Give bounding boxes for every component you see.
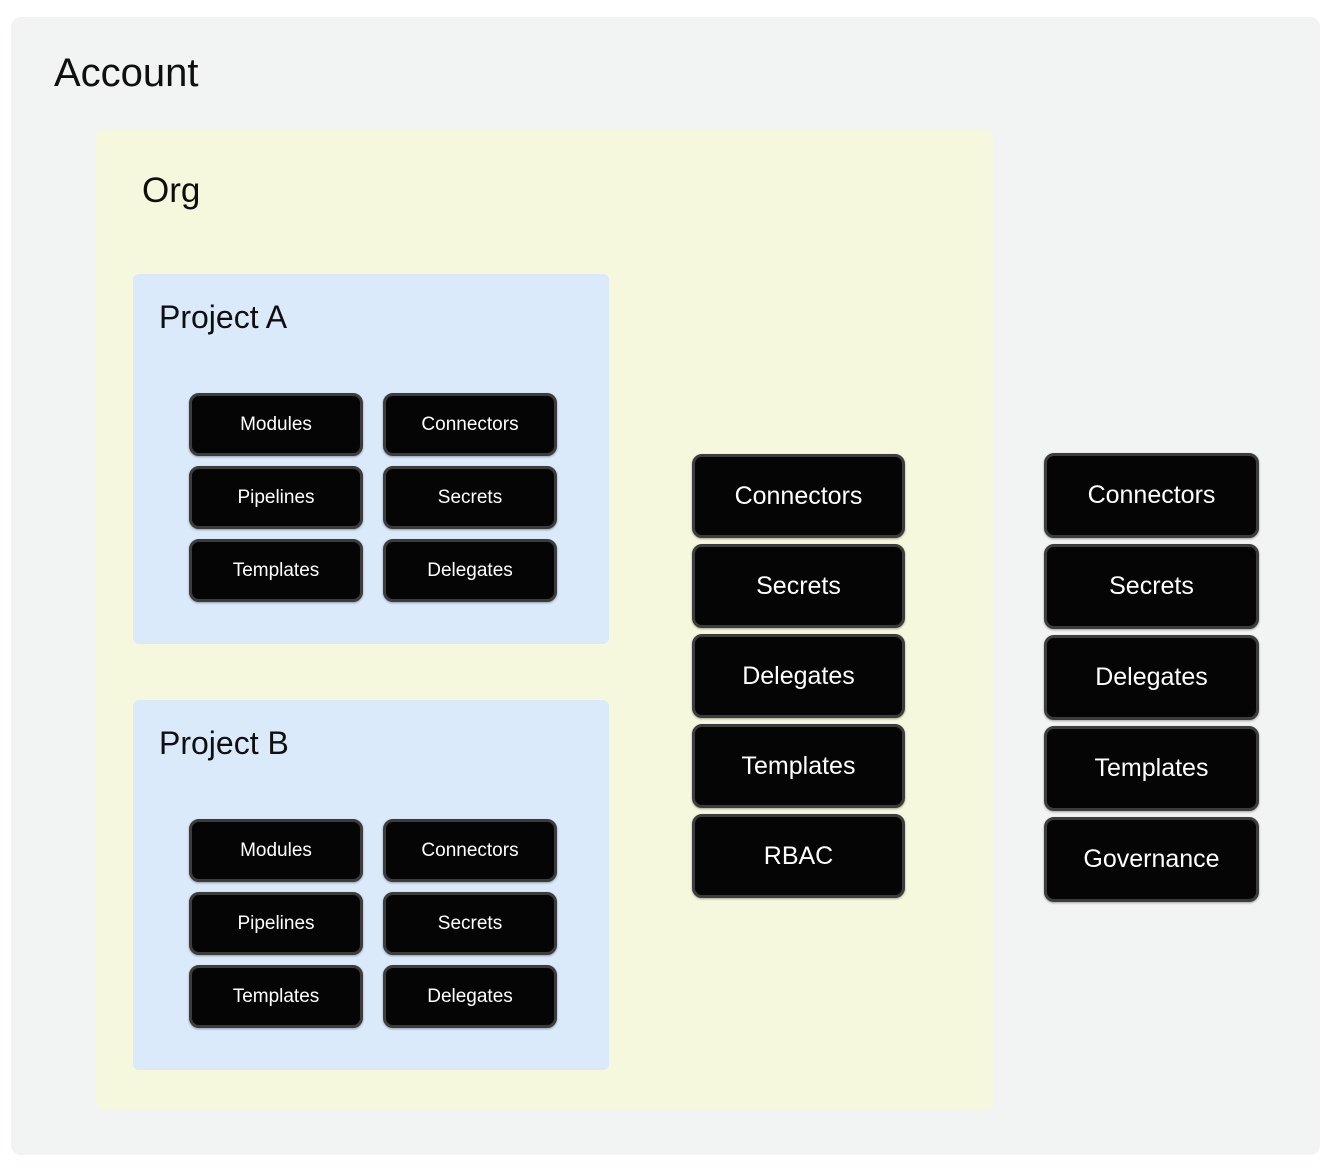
project-a-label: Project A bbox=[159, 299, 288, 335]
org-resource-column: Connectors Secrets Delegates Templates R… bbox=[692, 454, 905, 898]
account-resource-delegates[interactable]: Delegates bbox=[1044, 635, 1259, 720]
project-b-resource-delegates[interactable]: Delegates bbox=[383, 965, 557, 1028]
org-resource-rbac[interactable]: RBAC bbox=[692, 814, 905, 898]
org-resource-templates[interactable]: Templates bbox=[692, 724, 905, 808]
project-a-resource-connectors[interactable]: Connectors bbox=[383, 393, 557, 456]
project-a-resource-grid: Modules Connectors Pipelines Secrets Tem… bbox=[189, 393, 557, 602]
account-resource-secrets[interactable]: Secrets bbox=[1044, 544, 1259, 629]
project-b-resource-grid: Modules Connectors Pipelines Secrets Tem… bbox=[189, 819, 557, 1028]
project-b-resource-pipelines[interactable]: Pipelines bbox=[189, 892, 363, 955]
account-resource-connectors[interactable]: Connectors bbox=[1044, 453, 1259, 538]
project-a-container: Project A Modules Connectors Pipelines S… bbox=[133, 274, 609, 644]
project-b-label: Project B bbox=[159, 725, 289, 761]
project-a-resource-templates[interactable]: Templates bbox=[189, 539, 363, 602]
org-scope-label: Org bbox=[142, 171, 201, 210]
project-b-resource-secrets[interactable]: Secrets bbox=[383, 892, 557, 955]
project-a-resource-modules[interactable]: Modules bbox=[189, 393, 363, 456]
project-b-resource-connectors[interactable]: Connectors bbox=[383, 819, 557, 882]
org-resource-secrets[interactable]: Secrets bbox=[692, 544, 905, 628]
org-resource-delegates[interactable]: Delegates bbox=[692, 634, 905, 718]
account-scope-label: Account bbox=[54, 51, 199, 95]
account-resource-column: Connectors Secrets Delegates Templates G… bbox=[1044, 453, 1259, 902]
project-a-resource-pipelines[interactable]: Pipelines bbox=[189, 466, 363, 529]
account-resource-templates[interactable]: Templates bbox=[1044, 726, 1259, 811]
project-b-container: Project B Modules Connectors Pipelines S… bbox=[133, 700, 609, 1070]
project-a-resource-secrets[interactable]: Secrets bbox=[383, 466, 557, 529]
account-resource-governance[interactable]: Governance bbox=[1044, 817, 1259, 902]
account-scope-container: Account Org Project A Modules Connectors… bbox=[11, 17, 1320, 1155]
project-a-resource-delegates[interactable]: Delegates bbox=[383, 539, 557, 602]
project-b-resource-templates[interactable]: Templates bbox=[189, 965, 363, 1028]
project-b-resource-modules[interactable]: Modules bbox=[189, 819, 363, 882]
org-resource-connectors[interactable]: Connectors bbox=[692, 454, 905, 538]
